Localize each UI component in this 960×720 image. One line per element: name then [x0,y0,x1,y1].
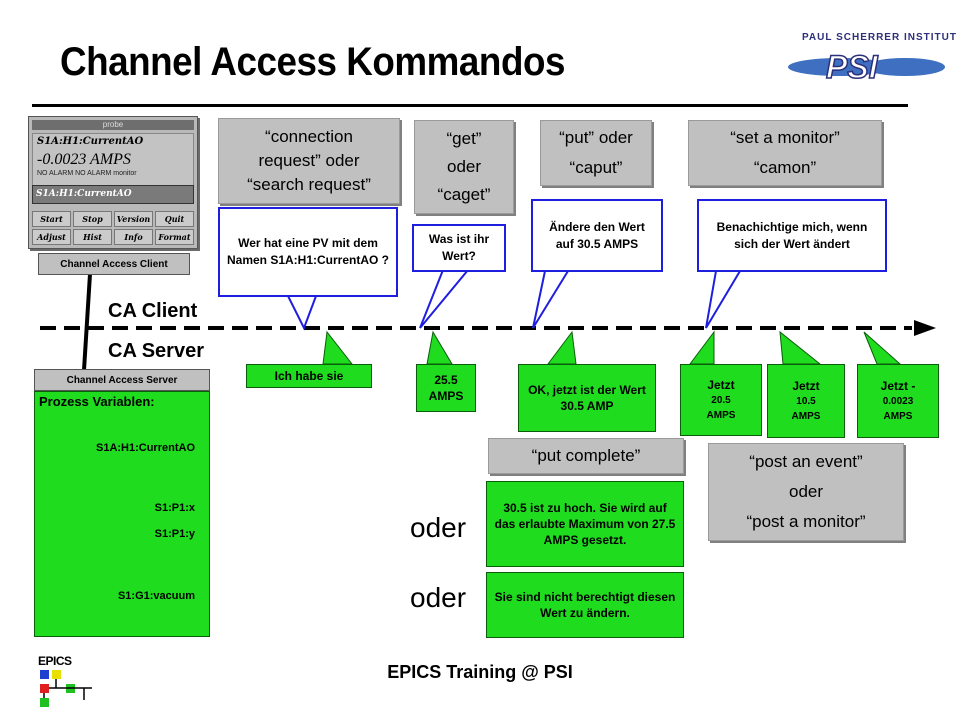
client-server-line [82,273,92,371]
probe-stop-button[interactable]: Stop [73,211,112,227]
server-pv-panel: Prozess Variablen: S1A:H1:CurrentAO S1:P… [34,391,210,637]
callout-tail-connection [286,295,318,331]
probe-quit-button[interactable]: Quit [155,211,194,227]
psi-org-name: PAUL SCHERRER INSTITUT [802,32,957,43]
server-label: Channel Access Server [34,369,210,391]
svg-text:PSI: PSI [826,49,879,85]
reply-get: 25.5 AMPS [416,364,476,412]
command-post-event: “post an event” oder “post a monitor” [708,443,904,541]
reply-tail-put [547,330,577,365]
ca-client-label: CA Client [108,300,198,322]
probe-pv-input[interactable]: S1A:H1:CurrentAO [32,185,194,204]
probe-pv-name: S1A:H1:CurrentAO [37,136,144,147]
reply-too-high: 30.5 ist zu hoch. Sie wird auf das erlau… [486,481,684,567]
title-underline [32,104,908,107]
probe-adjust-button[interactable]: Adjust [32,229,71,245]
probe-hist-button[interactable]: Hist [73,229,112,245]
callout-tail-put [532,270,570,329]
pv-panel-heading: Prozess Variablen: [39,394,155,409]
epics-logo-text: EPICS [38,654,72,668]
psi-mark-icon: PSI [788,48,945,86]
reply-tail-get [426,330,453,365]
probe-title-bar: probe [32,120,194,130]
ca-server-label: CA Server [108,340,204,362]
pv-item: S1:P1:x [154,502,195,514]
pv-item: S1:P1:y [154,528,195,540]
probe-button-grid: Start Stop Version Quit Adjust Hist Info… [32,211,194,245]
reply-tail-connection [322,330,354,365]
reply-tail-monitor-1 [689,330,715,365]
callout-tail-monitor [705,270,742,329]
pv-item: S1:G1:vacuum [117,590,195,602]
callout-connection: Wer hat eine PV mit dem Namen S1A:H1:Cur… [218,207,398,297]
command-monitor: “set a monitor” “camon” [688,120,882,186]
client-label: Channel Access Client [38,253,190,275]
callout-tail-get [419,269,471,329]
reply-not-allowed: Sie sind nicht berechtigt diesen Wert zu… [486,572,684,638]
probe-info-button[interactable]: Info [114,229,153,245]
callout-get: Was ist ihr Wert? [412,224,506,272]
pv-item: S1A:H1:CurrentAO [95,442,195,454]
probe-version-button[interactable]: Version [114,211,153,227]
footer-text: EPICS Training @ PSI [387,662,573,682]
reply-monitor-1: Jetzt 20.5 AMPS [680,364,762,436]
boundary-arrowhead [914,320,936,336]
reply-tail-monitor-3 [863,331,902,365]
oder-label-2: oder [410,582,467,613]
probe-value: -0.0023 AMPS [37,151,131,168]
probe-format-button[interactable]: Format [155,229,194,245]
psi-logo: PAUL SCHERRER INSTITUT PSI [780,30,956,100]
probe-start-button[interactable]: Start [32,211,71,227]
command-get: “get” oder “caget” [414,120,514,214]
page-title: Channel Access Kommandos [60,40,565,84]
callout-put: Ändere den Wert auf 30.5 AMPS [531,199,663,272]
command-put-complete: “put complete” [488,438,684,474]
command-connection-request: “connection request” oder “search reques… [218,118,400,204]
oder-label-1: oder [410,512,467,543]
command-put: “put” oder “caput” [540,120,652,186]
reply-tail-monitor-2 [779,330,822,365]
callout-monitor: Benachichtige mich, wenn sich der Wert ä… [697,199,887,272]
reply-monitor-3: Jetzt - 0.0023 AMPS [857,364,939,438]
reply-monitor-2: Jetzt 10.5 AMPS [767,364,845,438]
probe-alarm-status: NO ALARM NO ALARM monitor [37,170,137,177]
reply-put: OK, jetzt ist der Wert 30.5 AMP [518,364,656,432]
reply-connection: Ich habe sie [246,364,372,388]
probe-window: probe S1A:H1:CurrentAO -0.0023 AMPS NO A… [28,116,198,249]
